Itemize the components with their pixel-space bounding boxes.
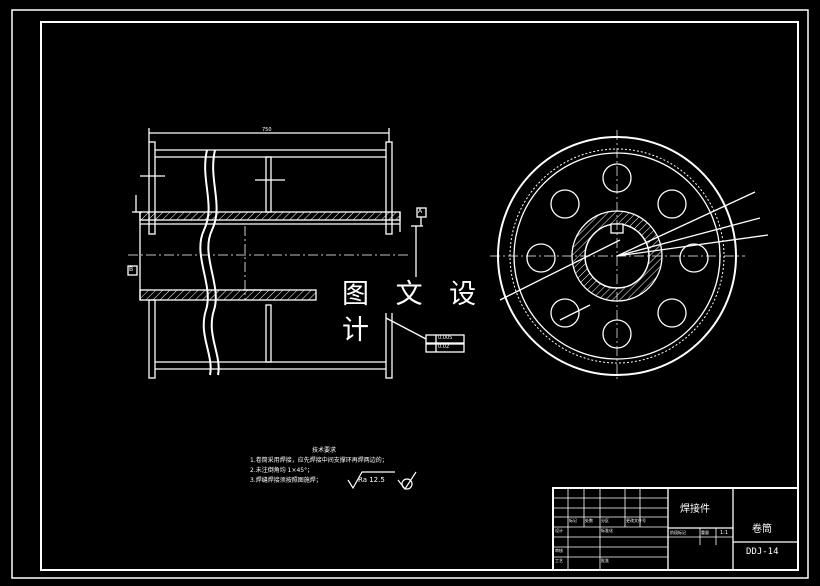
technical-requirements: 技术要求 1.卷筒采用焊接，应先焊接中间支撑环再焊两边的； 2.未注倒角均 1×… bbox=[250, 446, 388, 486]
sheet-border-inner bbox=[40, 21, 799, 571]
tolerance-flat-label: 0.005 bbox=[438, 335, 453, 341]
tb-label-zone: 分区 bbox=[601, 518, 609, 523]
roughness-symbol bbox=[347, 471, 417, 491]
tb-label-design: 设计 bbox=[555, 528, 563, 533]
title-block bbox=[552, 487, 799, 571]
overall-length-label: 750 bbox=[262, 127, 272, 133]
tb-label-approve: 批准 bbox=[601, 558, 609, 563]
drawing-number: DDJ-14 bbox=[746, 547, 779, 557]
side-view bbox=[127, 128, 465, 379]
requirement-item: 3.焊缝焊接须按照图施焊； bbox=[250, 477, 322, 484]
part-name: 卷筒 bbox=[752, 524, 772, 535]
datum-a-label: A bbox=[418, 208, 423, 215]
tb-label-review: 审核 bbox=[555, 548, 563, 553]
tb-label-process: 工艺 bbox=[555, 558, 563, 563]
tolerance-runout-label: 0.02 bbox=[438, 344, 450, 350]
requirement-item: 1.卷筒采用焊接，应先焊接中间支撑环再焊两边的； bbox=[250, 457, 388, 464]
requirement-item: 2.未注倒角均 1×45°； bbox=[250, 467, 314, 474]
tb-label-mark: 标记 bbox=[569, 518, 577, 523]
tb-label-weight: 重量 bbox=[701, 530, 709, 535]
tb-label-stage: 阶段标记 bbox=[670, 530, 686, 535]
scale: 1:1 bbox=[720, 530, 729, 536]
sheet-border-outer bbox=[11, 9, 809, 579]
roughness-label: Ra 12.5 bbox=[358, 476, 385, 484]
tb-label-count: 处数 bbox=[585, 518, 593, 523]
watermark: 图 文 设 计 bbox=[336, 277, 498, 346]
end-view bbox=[490, 130, 769, 380]
tb-label-standard: 标准化 bbox=[601, 528, 613, 533]
part-type: 焊接件 bbox=[680, 504, 710, 515]
technical-requirements-title: 技术要求 bbox=[312, 447, 337, 454]
tb-label-change: 更改文件号 bbox=[626, 518, 646, 523]
datum-b-label: B bbox=[129, 266, 134, 273]
